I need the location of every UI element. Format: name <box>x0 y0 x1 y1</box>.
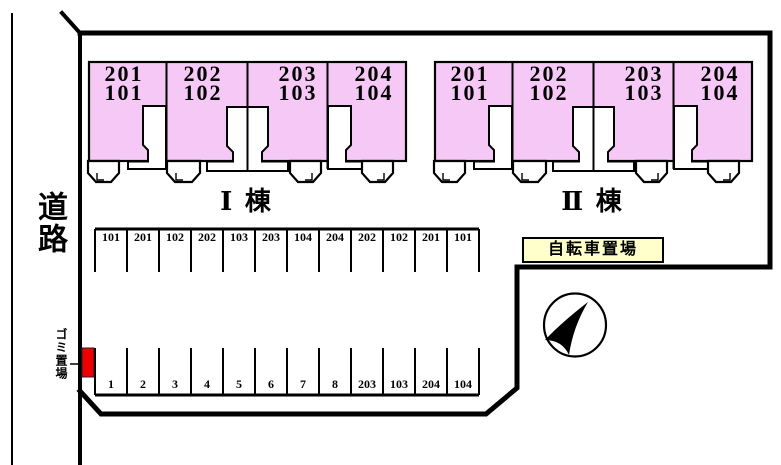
parking-stall-label: 204 <box>326 230 344 244</box>
parking-stall-label: 101 <box>102 230 120 244</box>
site-boundary <box>76 30 773 417</box>
parking-stall-label: 103 <box>390 377 408 391</box>
parking-stall-label: 8 <box>332 377 338 391</box>
parking-stall-label: 6 <box>268 377 274 391</box>
parking-top-row-dividers <box>94 229 480 272</box>
parking-stall-label: 203 <box>262 230 280 244</box>
parking-stall-label: 102 <box>390 230 408 244</box>
parking-stall-label: 4 <box>204 377 210 391</box>
parking-stall-label: 101 <box>454 230 472 244</box>
trash-area-label: ゴミ置場 <box>54 328 68 380</box>
parking-stall-label: 201 <box>134 230 152 244</box>
parking-stall-label: 104 <box>454 377 472 391</box>
parking-stall-label: 7 <box>300 377 306 391</box>
parking-stall-label: 204 <box>422 377 440 391</box>
parking-stall-label: 3 <box>172 377 178 391</box>
road-label: 道路 <box>33 191 66 255</box>
parking-stall-label: 201 <box>422 230 440 244</box>
parking-stall-label: 5 <box>236 377 242 391</box>
parking-stall-label: 103 <box>230 230 248 244</box>
parking-stall-label: 2 <box>140 377 146 391</box>
parking-stall-label: 203 <box>358 377 376 391</box>
parking-stall-label: 104 <box>294 230 312 244</box>
parking-bottom-row-dividers <box>94 348 480 395</box>
bicycle-parking-label: 自転車置場 <box>522 237 664 263</box>
parking-stall-label: 1 <box>108 377 114 391</box>
building-2-name: Ⅱ 棟 <box>561 187 625 216</box>
parking-stall-label: 102 <box>166 230 184 244</box>
building-1-name: Ⅰ 棟 <box>220 187 274 216</box>
parking-stall-label: 202 <box>358 230 376 244</box>
parking-stall-label: 202 <box>198 230 216 244</box>
trash-area-marker <box>81 347 95 378</box>
north-arrow-icon <box>542 292 608 358</box>
